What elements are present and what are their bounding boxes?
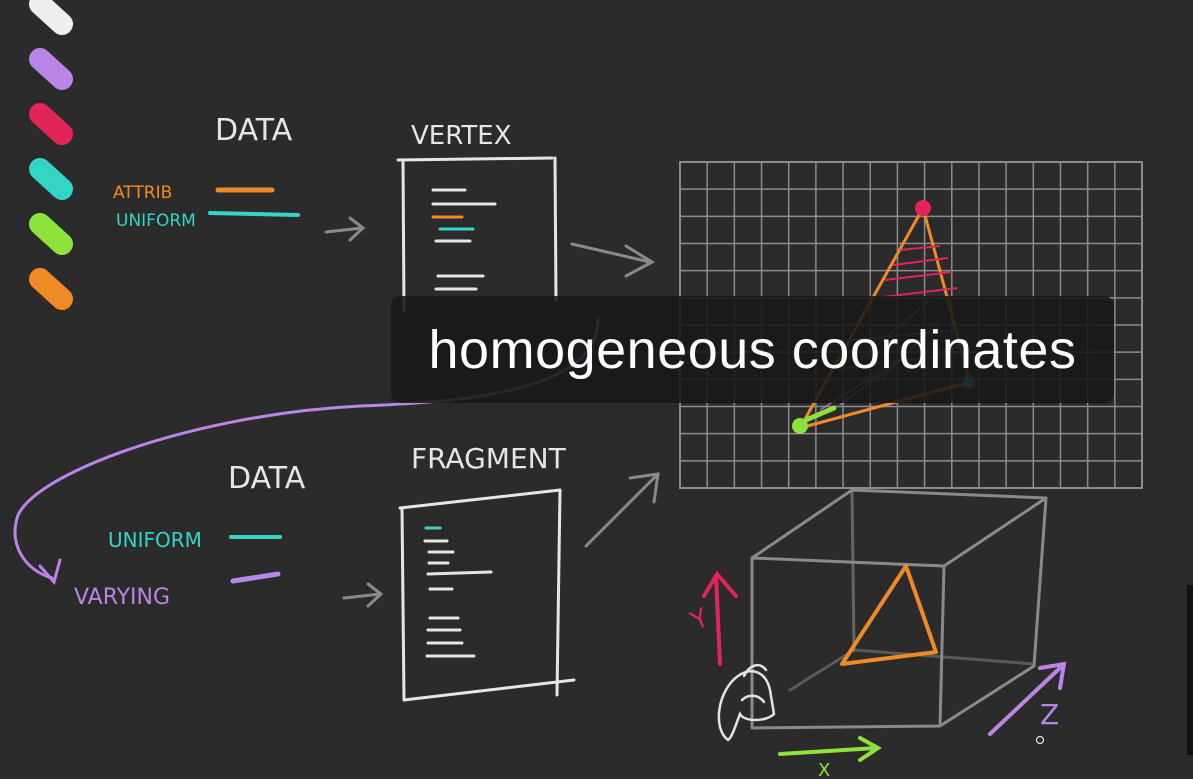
arrow-data-to-fragment [342,582,384,608]
subtitle-caption: homogeneous coordinates [391,296,1114,403]
vertex-code-lines [431,188,497,291]
3d-cube [750,488,1048,730]
3d-triangle [840,564,938,666]
arrow-fragment-to-grid [584,472,660,548]
data-top-label: DATA [215,113,293,148]
varying-arrowhead [38,558,62,586]
cursor-indicator [1035,735,1045,745]
color-palette[interactable] [29,0,73,310]
vertex-shader-box [396,156,558,312]
camera-icon [717,663,776,742]
swatch-green[interactable] [29,213,73,255]
fragment-label: FRAGMENT [411,442,567,475]
uniform-top-label: UNIFORM [116,211,196,231]
y-axis-arrow [702,570,738,666]
caption-text: homogeneous coordinates [428,319,1077,380]
swatch-white[interactable] [29,0,73,35]
fragment-code-lines [423,526,493,658]
z-axis-arrow [988,661,1067,736]
uniform-top-stroke [208,211,300,217]
data-bottom-label: DATA [228,461,306,496]
arrow-vertex-to-grid [570,242,656,278]
swatch-cyan[interactable] [29,158,73,200]
fragment-shader-box [398,488,576,702]
varying-stroke [230,571,281,584]
uniform-bottom-label: UNIFORM [108,528,202,552]
side-panel-edge [1187,585,1193,755]
x-axis-label: X [818,760,830,779]
x-axis-arrow [778,736,882,762]
z-axis-label: Z [1040,698,1059,731]
arrow-data-to-vertex [324,216,366,242]
attrib-label: ATTRIB [113,183,172,203]
swatch-purple[interactable] [29,48,73,90]
swatch-orange[interactable] [29,268,73,310]
varying-label: VARYING [74,585,170,610]
y-axis-label: Y [686,603,714,637]
swatch-red[interactable] [29,103,73,145]
vertex-label: VERTEX [411,121,512,151]
